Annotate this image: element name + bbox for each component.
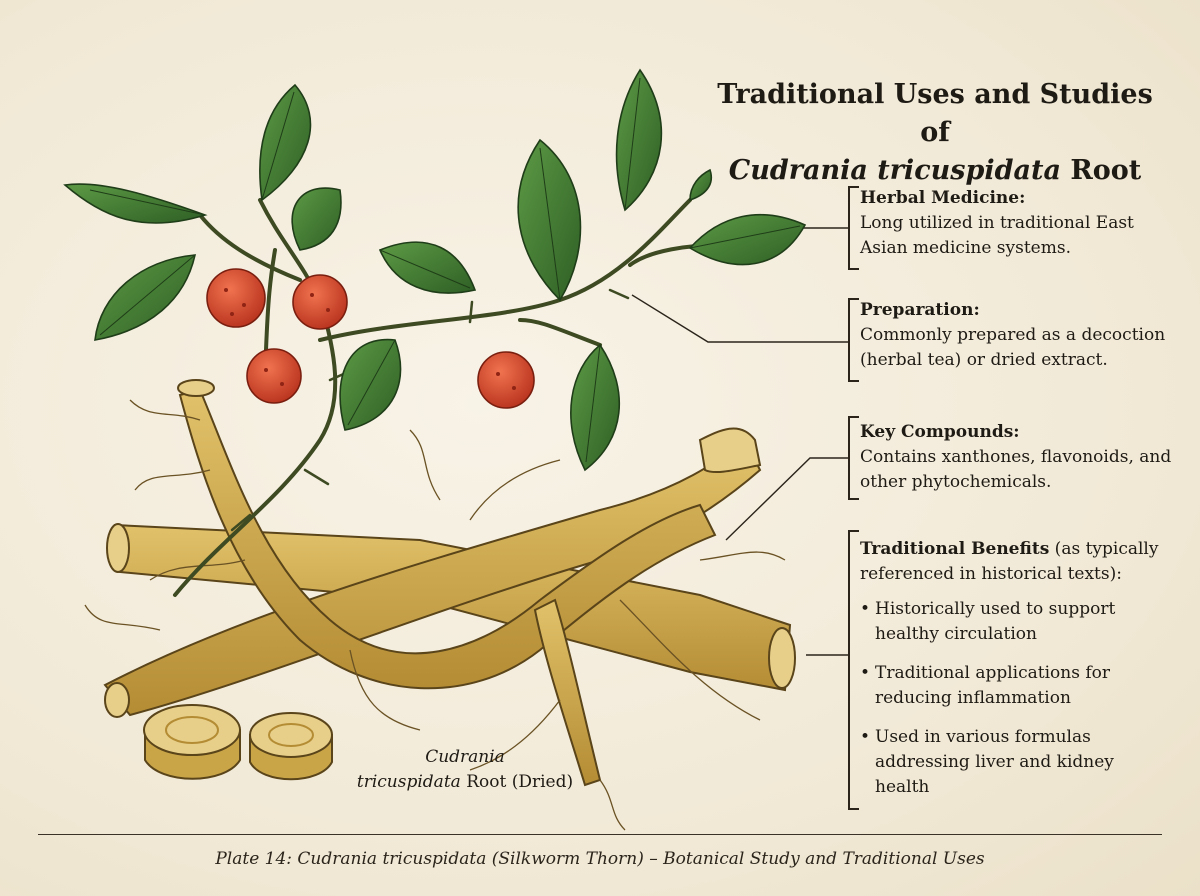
title-line-1: Traditional Uses and Studies of [717,79,1153,148]
root-label-genus: Cudrania [425,747,505,767]
bracket-herbal [848,186,859,270]
section-text: Contains xanthones, flavonoids, and othe… [860,447,1172,492]
benefit-item: Traditional applications for reducing in… [860,661,1160,711]
benefits-note: (as typically referenced in historical t… [860,539,1159,584]
bracket-compounds [848,416,859,500]
plate-caption: Plate 14: Cudrania tricuspidata (Silkwor… [215,849,985,869]
benefit-item: Historically used to support healthy cir… [860,597,1160,647]
benefits-list: Historically used to support healthy cir… [860,597,1160,800]
section-traditional-benefits: Traditional Benefits (as typically refer… [860,537,1160,814]
leaf-veins [89,77,801,463]
root-label: Cudrania tricuspidata Root (Dried) [340,745,590,795]
section-herbal-medicine: Herbal Medicine: Long utilized in tradit… [860,186,1180,261]
thorns [230,288,630,532]
title-suffix: Root [1060,155,1142,186]
root-label-species: tricuspidata [356,772,461,792]
section-key-compounds: Key Compounds: Contains xanthones, flavo… [860,420,1180,495]
title-line-2: Cudrania tricuspidata Root [700,152,1170,190]
section-text: Long utilized in traditional East Asian … [860,213,1134,258]
section-heading: Herbal Medicine: [860,188,1026,208]
root-label-rest: Root (Dried) [460,772,574,792]
benefit-item: Used in various formulas addressing live… [860,725,1160,800]
page-title: Traditional Uses and Studies of Cudrania… [700,76,1170,190]
berries [206,268,535,409]
section-heading: Key Compounds: [860,422,1020,442]
root-slices [143,704,333,781]
caption-divider [38,834,1162,835]
section-heading: Preparation: [860,300,980,320]
title-species: Cudrania tricuspidata [728,155,1061,186]
section-preparation: Preparation: Commonly prepared as a deco… [860,298,1180,373]
section-text: Commonly prepared as a decoction (herbal… [860,325,1166,370]
rootlets [84,399,786,831]
leaves [63,68,807,472]
dried-roots [103,379,796,787]
benefits-intro: Traditional Benefits (as typically refer… [860,537,1160,587]
bracket-preparation [848,298,859,382]
bracket-benefits [848,530,859,810]
benefits-heading: Traditional Benefits [860,539,1050,559]
berry-texture [224,288,516,390]
